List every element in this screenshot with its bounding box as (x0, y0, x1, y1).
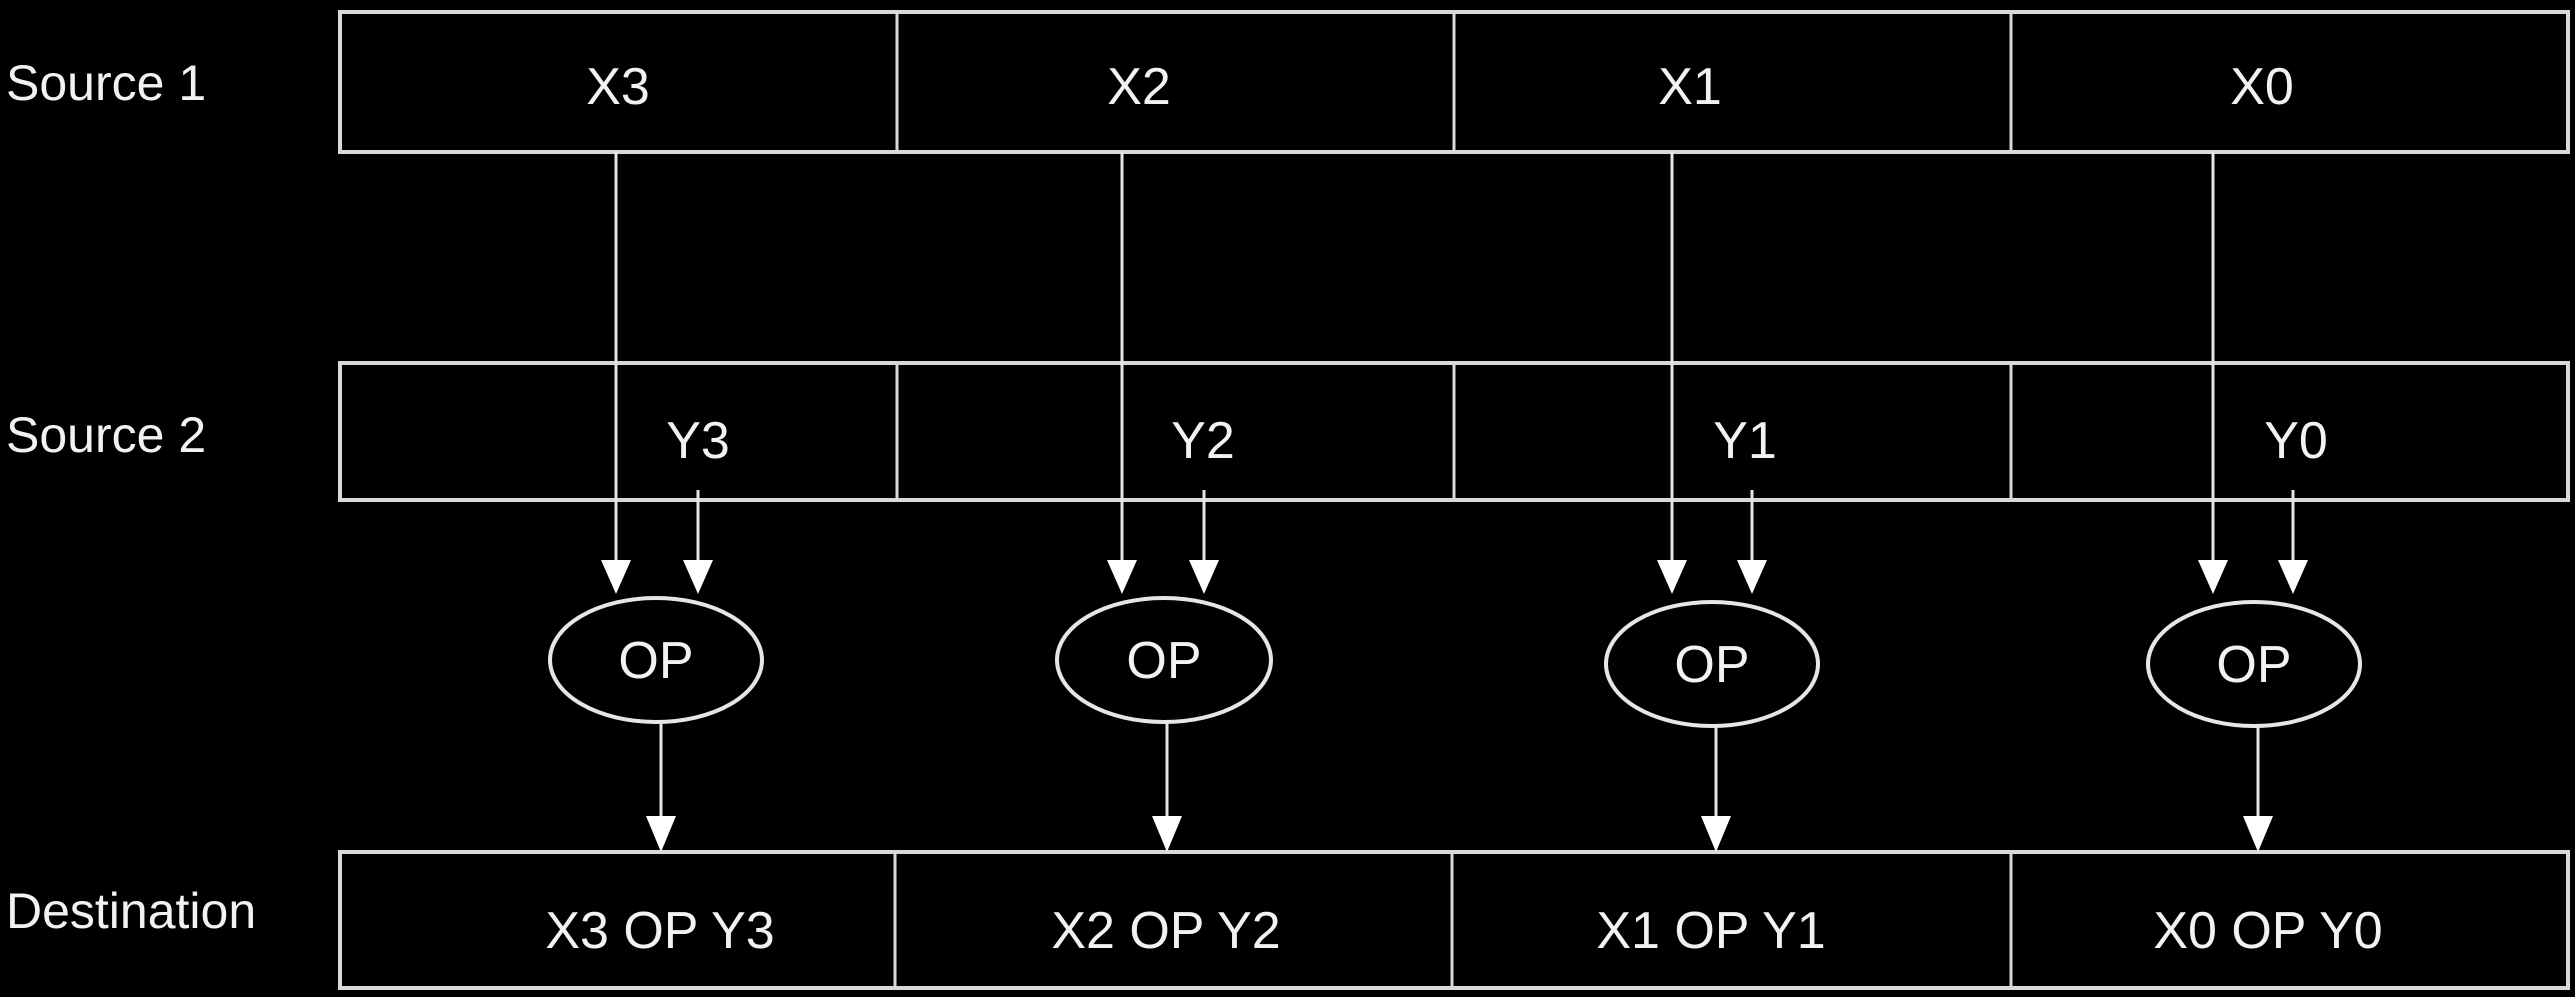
op-label: OP (618, 632, 693, 690)
op-ellipse (2146, 600, 2362, 728)
arrow-head (1737, 560, 1767, 594)
source2-cell-3: Y3 (666, 412, 730, 470)
arrow-head (1657, 560, 1687, 594)
arrow-head (683, 560, 713, 594)
source2-cell-0: Y0 (2264, 412, 2328, 470)
lane-3: OP (548, 152, 764, 852)
op-ellipse (1604, 600, 1820, 728)
source2-label: Source 2 (6, 407, 206, 463)
arrow-head (601, 560, 631, 594)
arrow-head (1189, 560, 1219, 594)
source2-cell-2: Y2 (1171, 412, 1235, 470)
arrow-head (646, 816, 676, 852)
source1-register: X3 X2 X1 X0 (338, 10, 2570, 154)
arrow-head (2198, 560, 2228, 594)
arrow-head (1152, 816, 1182, 852)
destination-cell-1: X1 OP Y1 (1596, 902, 1825, 960)
destination-cell-2: X2 OP Y2 (1051, 902, 1280, 960)
lane-1: OP (1604, 152, 1820, 852)
op-ellipse (1055, 596, 1273, 724)
destination-cell-0: X0 OP Y0 (2153, 902, 2382, 960)
source1-cell-3: X3 (586, 58, 650, 116)
destination-cell-3: X3 OP Y3 (545, 902, 774, 960)
arrow-head (1107, 560, 1137, 594)
op-label: OP (1126, 632, 1201, 690)
lane-0: OP (2146, 152, 2362, 852)
source1-cell-1: X1 (1658, 58, 1722, 116)
source1-cell-2: X2 (1107, 58, 1171, 116)
op-ellipse (548, 596, 764, 724)
arrow-head (2278, 560, 2308, 594)
arrow-head (2243, 816, 2273, 852)
source2-cell-1: Y1 (1713, 412, 1777, 470)
source2-register: Y3 Y2 Y1 Y0 (338, 361, 2570, 502)
op-label: OP (1674, 636, 1749, 694)
source1-cell-0: X0 (2230, 58, 2294, 116)
destination-label: Destination (6, 883, 256, 939)
source1-label: Source 1 (6, 55, 206, 111)
arrow-head (1701, 816, 1731, 852)
op-label: OP (2216, 636, 2291, 694)
lane-2: OP (1055, 152, 1273, 852)
destination-register: X3 OP Y3 X2 OP Y2 X1 OP Y1 X0 OP Y0 (338, 850, 2570, 990)
